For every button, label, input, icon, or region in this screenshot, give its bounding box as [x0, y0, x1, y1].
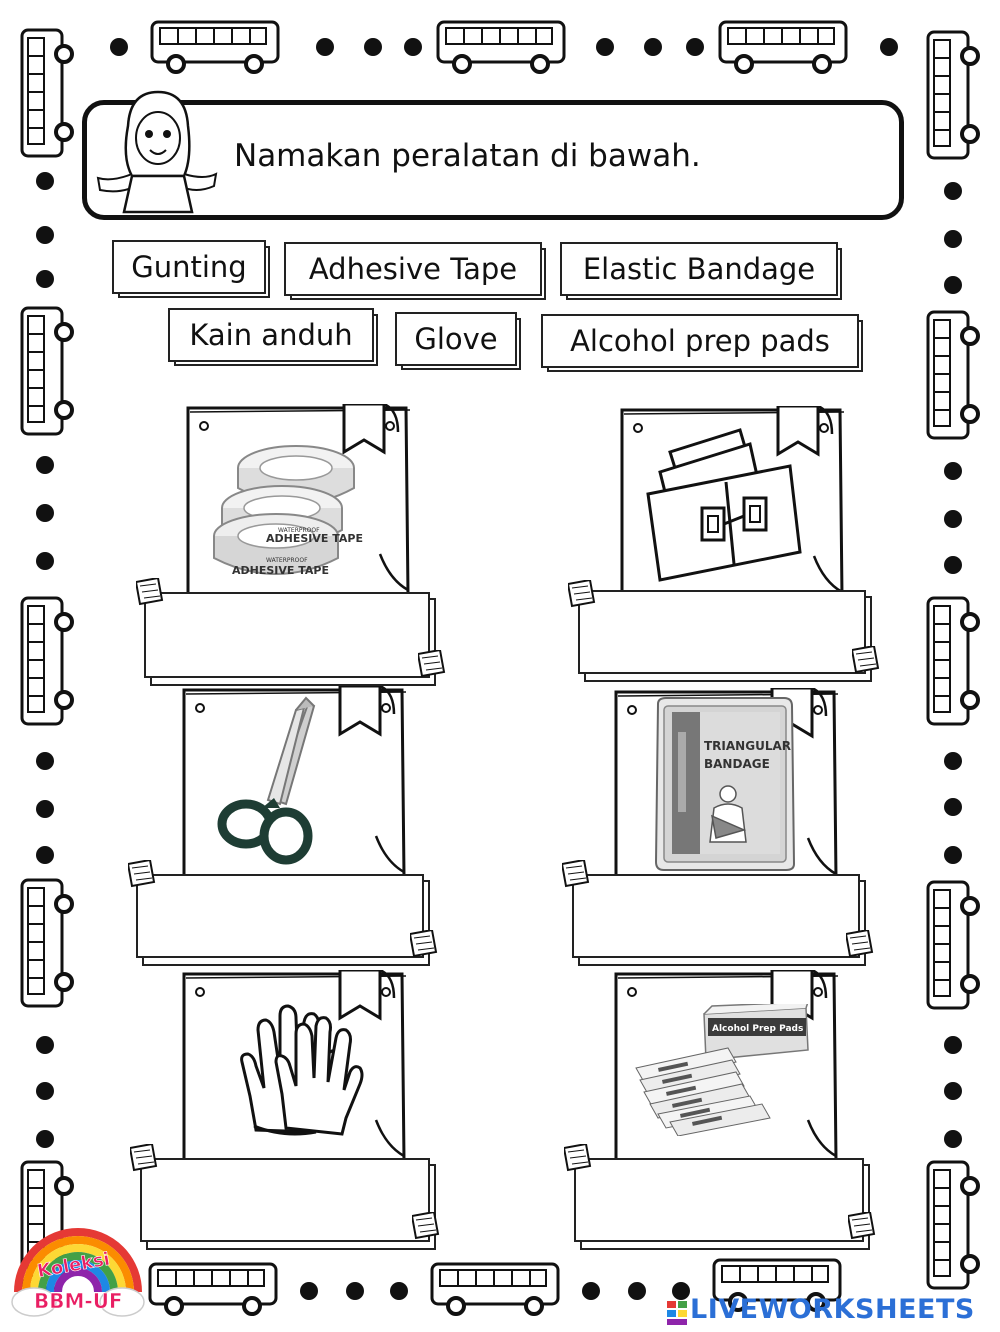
- word-glove[interactable]: Glove: [395, 312, 521, 370]
- triangular-label-2: BANDAGE: [704, 757, 770, 771]
- glove-image: [240, 1004, 364, 1136]
- koleksi-logo: Koleksi BBM-UF: [11, 1228, 145, 1317]
- answer-field-2[interactable]: [578, 590, 868, 674]
- answer-field-1[interactable]: [144, 592, 432, 678]
- bus-decoration: [718, 20, 848, 74]
- tape-strip: [130, 1144, 157, 1171]
- bus-decoration: [20, 878, 74, 1008]
- bus-decoration: [150, 20, 280, 74]
- tape-strip: [568, 580, 595, 607]
- liveworksheets-brand: LIVEWORKSHEETS: [690, 1294, 975, 1325]
- bus-decoration: [926, 1160, 980, 1290]
- tape-label-small: WATERPROOF: [278, 527, 320, 534]
- tape-strip: [410, 930, 437, 957]
- answer-input[interactable]: [580, 592, 868, 674]
- word-alcohol-prep-pads[interactable]: Alcohol prep pads: [541, 314, 863, 372]
- answer-input[interactable]: [142, 1160, 432, 1242]
- tape-strip: [852, 646, 879, 673]
- word-kain-anduh[interactable]: Kain anduh: [168, 308, 378, 366]
- tape-strip: [846, 930, 873, 957]
- answer-field-3[interactable]: [136, 874, 426, 958]
- tape-label: ADHESIVE TAPE: [232, 564, 329, 577]
- bus-decoration: [926, 310, 980, 440]
- bus-decoration: [20, 306, 74, 436]
- instruction-banner: [82, 100, 904, 220]
- bus-decoration: [926, 596, 980, 726]
- answer-field-6[interactable]: [574, 1158, 866, 1242]
- bus-decoration: [436, 20, 566, 74]
- tape-strip: [412, 1212, 439, 1239]
- word-elastic-bandage[interactable]: Elastic Bandage: [560, 242, 842, 300]
- answer-field-4[interactable]: [572, 874, 862, 958]
- scissors-image: [217, 696, 316, 865]
- tape-strip: [564, 1144, 591, 1171]
- bus-decoration: [430, 1262, 560, 1316]
- bus-decoration: [926, 30, 980, 160]
- tape-strip: [136, 578, 163, 605]
- word-adhesive-tape[interactable]: Adhesive Tape: [284, 242, 546, 300]
- prep-pads-label: Alcohol Prep Pads: [712, 1024, 803, 1034]
- answer-input[interactable]: [146, 594, 432, 678]
- elastic-bandage-image: [646, 428, 802, 582]
- bus-decoration: [148, 1262, 278, 1316]
- tape-strip: [562, 860, 589, 887]
- liveworksheets-icon: [667, 1301, 687, 1325]
- answer-field-5[interactable]: [140, 1158, 432, 1242]
- logo-line-2: BBM-UF: [34, 1289, 123, 1313]
- bus-decoration: [20, 596, 74, 726]
- triangular-bandage-image: TRIANGULAR BANDAGE: [654, 697, 796, 871]
- instruction-text: Namakan peralatan di bawah.: [234, 138, 701, 174]
- bus-decoration: [926, 880, 980, 1010]
- word-gunting[interactable]: Gunting: [112, 240, 270, 298]
- answer-input[interactable]: [574, 876, 862, 958]
- tape-strip: [418, 650, 445, 677]
- adhesive-tape-image: WATERPROOF ADHESIVE TAPE WATERPROOF ADHE…: [213, 445, 363, 577]
- alcohol-prep-pads-image: Alcohol Prep Pads: [635, 1004, 809, 1136]
- answer-input[interactable]: [138, 876, 426, 958]
- tape-label: ADHESIVE TAPE: [266, 532, 363, 545]
- tape-strip: [848, 1212, 875, 1239]
- bus-decoration: [20, 28, 74, 158]
- triangular-label-1: TRIANGULAR: [704, 739, 791, 753]
- tape-strip: [128, 860, 155, 887]
- girl-avatar: [96, 90, 218, 214]
- answer-input[interactable]: [576, 1160, 866, 1242]
- tape-label-small: WATERPROOF: [266, 557, 308, 564]
